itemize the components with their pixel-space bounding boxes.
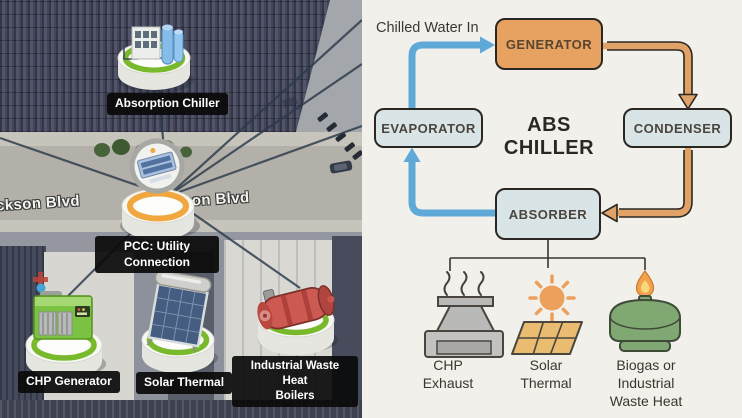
diagram-art xyxy=(403,36,698,358)
chp-exhaust-icon xyxy=(424,271,504,358)
map-art xyxy=(0,0,362,379)
chp-generator-icon xyxy=(33,291,93,340)
chp-exhaust-label: CHP Exhaust xyxy=(398,357,498,393)
electric-meter-icon xyxy=(129,138,185,194)
label-solar-thermal[interactable]: Solar Thermal xyxy=(136,372,233,394)
label-line: Industrial xyxy=(617,374,675,391)
absorption-chiller-icon xyxy=(123,24,184,65)
label-line: Waste Heat xyxy=(609,392,683,409)
heat-source-connector xyxy=(449,240,646,271)
abs-chiller-diagram: Chilled Water In GENERATOR EVAPORATOR CO… xyxy=(362,0,742,418)
hot-flow-arrows xyxy=(601,41,698,223)
solar-thermal-icon xyxy=(146,270,212,352)
industrial-boiler-icon xyxy=(257,285,335,330)
map-pane: ckson Blvd son Blvd xyxy=(0,0,362,418)
label-pcc-utility-connection[interactable]: PCC: Utility Connection xyxy=(95,236,219,274)
marker-absorption-chiller[interactable] xyxy=(117,24,194,94)
label-industrial-waste-heat-boilers[interactable]: Industrial Waste Heat Boilers xyxy=(232,356,358,407)
node-condenser: CONDENSER xyxy=(623,108,732,148)
label-absorption-chiller[interactable]: Absorption Chiller xyxy=(107,93,228,115)
biogas-waste-heat-label: Biogas or Industrial Waste Heat xyxy=(591,357,701,411)
label-line: Thermal xyxy=(520,374,572,391)
label-line: CHP xyxy=(433,357,463,373)
chilled-water-in-label: Chilled Water In xyxy=(376,20,479,36)
marker-chp-generator[interactable] xyxy=(25,291,106,379)
label-chp-generator[interactable]: CHP Generator xyxy=(18,371,120,393)
cold-water-arrows xyxy=(403,36,498,217)
biogas-tank-icon xyxy=(609,269,681,352)
solar-thermal-label: Solar Thermal xyxy=(496,357,596,393)
label-line: Connection xyxy=(124,254,190,269)
label-line: Boilers xyxy=(275,389,315,402)
hydrant-marker xyxy=(33,272,48,293)
solar-thermal-source-icon xyxy=(511,274,583,355)
marker-solar-thermal[interactable] xyxy=(141,270,218,373)
label-line: Biogas or xyxy=(616,357,676,373)
node-generator: GENERATOR xyxy=(495,18,603,70)
label-line: Exhaust xyxy=(422,374,474,391)
marker-industrial-waste-heat-boilers[interactable] xyxy=(252,275,338,355)
node-absorber: ABSORBER xyxy=(495,188,601,240)
label-line: Solar xyxy=(529,357,563,373)
label-line: Industrial Waste Heat xyxy=(250,360,340,387)
marker-pcc-utility-connection[interactable] xyxy=(120,135,200,240)
node-evaporator: EVAPORATOR xyxy=(374,108,483,148)
label-line: PCC: Utility xyxy=(124,239,190,253)
diagram-title: ABS CHILLER xyxy=(503,114,595,159)
